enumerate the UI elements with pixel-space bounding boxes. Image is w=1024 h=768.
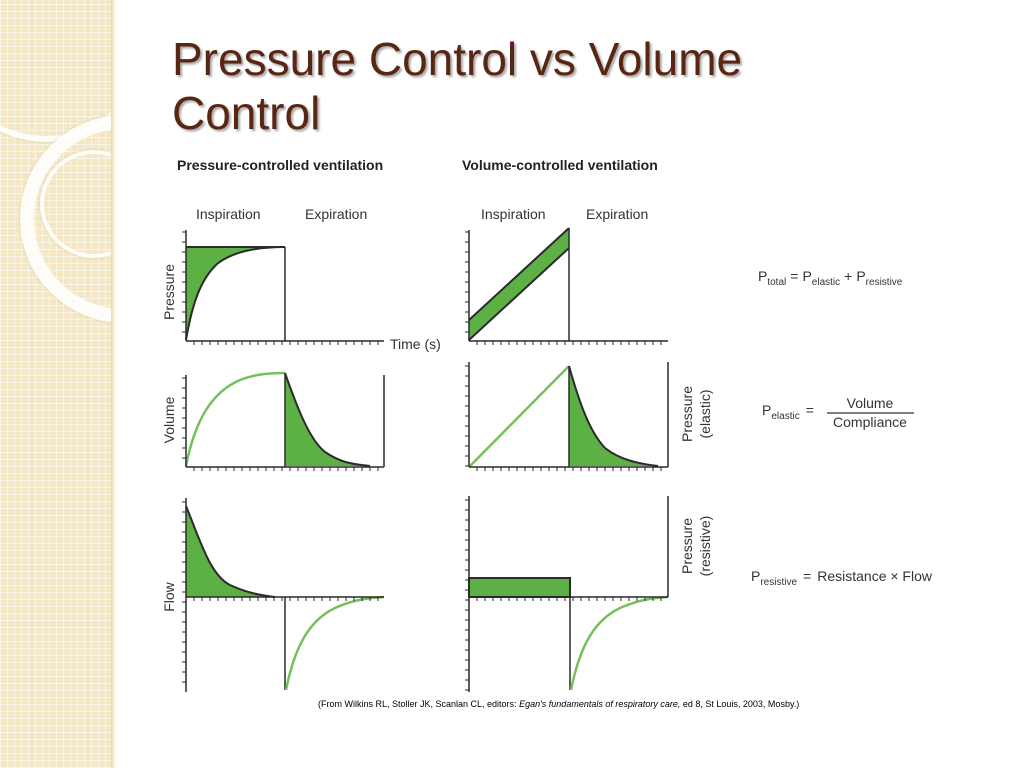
eq1-plus: + (844, 268, 852, 284)
x-axis-ticks (193, 467, 379, 471)
figure-citation: (From Wilkins RL, Stoller JK, Scanlan CL… (318, 699, 878, 709)
pc-inspiration-label: Inspiration (196, 206, 261, 222)
svg-text:Presistive=Resistance × Flow: Presistive = Resistance × Flow (751, 568, 933, 588)
vc-volume-rise-line (469, 365, 570, 467)
citation-suffix: ed 8, St Louis, 2003, Mosby.) (680, 699, 800, 709)
vc-pressure-lower-line (468, 247, 570, 341)
eq1-p: P (758, 268, 767, 284)
right-label-pressure-2: Pressure (679, 518, 695, 574)
pc-pressure-curve (185, 246, 286, 341)
vc-flow-exp-curve (569, 595, 669, 691)
pc-pressure-panel (182, 230, 384, 345)
vc-flow-panel (465, 496, 669, 692)
eq3-rhs: Resistance × Flow (817, 568, 933, 584)
pc-volume-fill (285, 373, 370, 466)
slide-title-line-2: Control (172, 87, 321, 139)
vc-volume-panel (465, 362, 669, 471)
vc-flow-rect (468, 577, 571, 598)
citation-prefix: (From Wilkins RL, Stoller JK, Scanlan CL… (318, 699, 520, 709)
eq1-p2: P (802, 268, 811, 284)
eq3-sub-resistive: resistive (760, 577, 797, 588)
vc-heading: Volume-controlled ventilation (462, 157, 658, 173)
eq3-equals: = (803, 568, 811, 584)
eq1-sub-elastic: elastic (812, 277, 840, 288)
pc-volume-panel (182, 371, 385, 471)
eq1-sub-resistive: resistive (866, 277, 903, 288)
eq1-equals: = (790, 268, 798, 284)
pc-pressure-fill (186, 247, 285, 340)
vc-pressure-upper-line (468, 227, 570, 321)
decorative-side-panel (0, 0, 113, 768)
pc-volume-rise-curve (184, 371, 286, 467)
y-axis-ticks (182, 377, 186, 459)
pc-flow-fill (186, 506, 275, 597)
vc-pressure-fill (469, 228, 569, 340)
eq1-p3: P (856, 268, 865, 284)
y-label-flow: Flow (161, 581, 177, 611)
eq2-sub-elastic: elastic (771, 411, 799, 422)
pc-heading: Pressure-controlled ventilation (177, 157, 383, 173)
vc-inspiration-label: Inspiration (481, 206, 546, 222)
pc-flow-panel (182, 498, 385, 692)
svg-text:Pelastic=: Pelastic = (762, 402, 814, 422)
pc-volume-decay-curve (284, 372, 371, 467)
side-panel-edge (111, 0, 117, 768)
eq2-denominator: Compliance (833, 414, 907, 430)
citation-book: Egan's fundamentals of respiratory care, (519, 699, 681, 709)
right-label-resistive: (resistive) (697, 516, 713, 577)
right-label-elastic: (elastic) (697, 389, 713, 438)
slide-title: Pressure Control vs Volume Control (172, 32, 932, 140)
y-axis-ticks (465, 231, 469, 333)
eq3-p: P (751, 568, 760, 584)
slide-title-line-1: Pressure Control vs Volume (172, 33, 743, 85)
right-label-pressure-1: Pressure (679, 386, 695, 442)
x-axis-ticks (476, 341, 662, 345)
x-axis-ticks (193, 341, 379, 345)
svg-text:Ptotal=Pelastic+Presistive: Ptotal=Pelastic+Presistive (758, 268, 903, 288)
y-axis-ticks (465, 365, 469, 467)
x-axis-ticks (193, 597, 379, 601)
equation-resistive-pressure: Presistive = Resistance × Flow (751, 568, 933, 588)
vc-volume-decay-curve (568, 365, 659, 467)
vc-expiration-label: Expiration (586, 206, 648, 222)
pc-flow-insp-curve (185, 505, 276, 598)
equation-elastic-pressure: Pelastic = Volume Compliance (762, 395, 914, 430)
y-label-pressure: Pressure (161, 264, 177, 320)
pc-expiration-label: Expiration (305, 206, 367, 222)
eq1-sub-total: total (767, 277, 786, 288)
pc-flow-exp-curve (284, 595, 385, 691)
x-axis-ticks (476, 467, 662, 471)
vc-volume-fill (569, 366, 658, 466)
y-axis-ticks (182, 501, 186, 683)
y-axis-ticks (465, 499, 469, 691)
time-axis-label: Time (s) (390, 336, 441, 352)
eq2-p: P (762, 402, 771, 418)
equation-total-pressure: Ptotal=Pelastic+Presistive (758, 268, 903, 288)
eq2-equals: = (806, 402, 814, 418)
eq2-numerator: Volume (847, 395, 894, 411)
vc-pressure-panel (465, 227, 668, 345)
x-axis-ticks (476, 597, 662, 601)
y-label-volume: Volume (161, 396, 177, 443)
y-axis-ticks (182, 231, 186, 333)
